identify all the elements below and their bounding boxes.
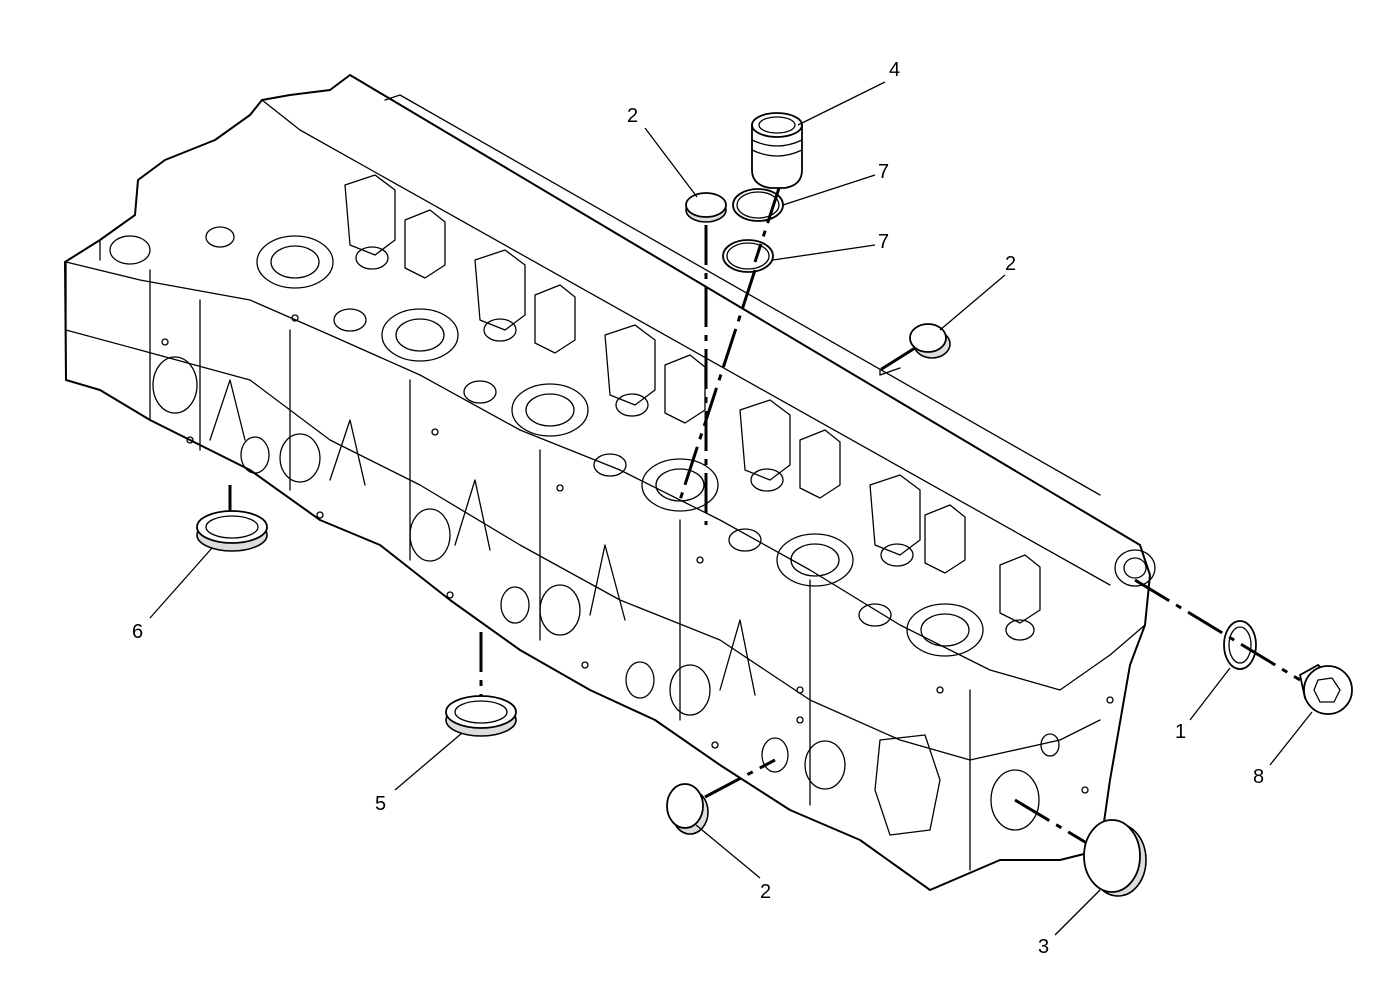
part-5-seal — [445, 695, 517, 737]
callout-8: 8 — [1253, 766, 1264, 788]
callout-4: 4 — [889, 59, 900, 81]
part-1-washer — [1223, 620, 1257, 670]
valve-bores — [109, 226, 1035, 657]
leader-lines — [149, 81, 1313, 936]
callout-7-upper: 7 — [878, 161, 889, 183]
callouts: 4 7 7 2 2 2 6 5 1 8 3 — [132, 59, 1264, 958]
callout-3: 3 — [1038, 936, 1049, 958]
callout-2-top: 2 — [627, 105, 638, 127]
callout-1: 1 — [1175, 721, 1186, 743]
part-8-plug-bolt — [1298, 663, 1353, 715]
part-2-plug-top — [685, 192, 727, 223]
callout-7-lower: 7 — [878, 231, 889, 253]
callout-6: 6 — [132, 621, 143, 643]
part-4-sleeve — [751, 112, 803, 189]
callout-2-right: 2 — [1005, 253, 1016, 275]
assembly-lines — [228, 184, 1301, 847]
part-6-seal — [196, 510, 268, 552]
part-2-plug-bottom — [666, 783, 709, 835]
callout-5: 5 — [375, 793, 386, 815]
part-7-oring-lower — [722, 239, 774, 273]
part-3-cup-plug — [1083, 819, 1147, 897]
cylinder-head-body — [64, 74, 1156, 891]
callout-2-bottom: 2 — [760, 881, 771, 903]
rocker-pedestals — [344, 174, 1041, 624]
part-7-oring-upper — [732, 188, 784, 222]
part-2-plug-right — [909, 323, 951, 359]
